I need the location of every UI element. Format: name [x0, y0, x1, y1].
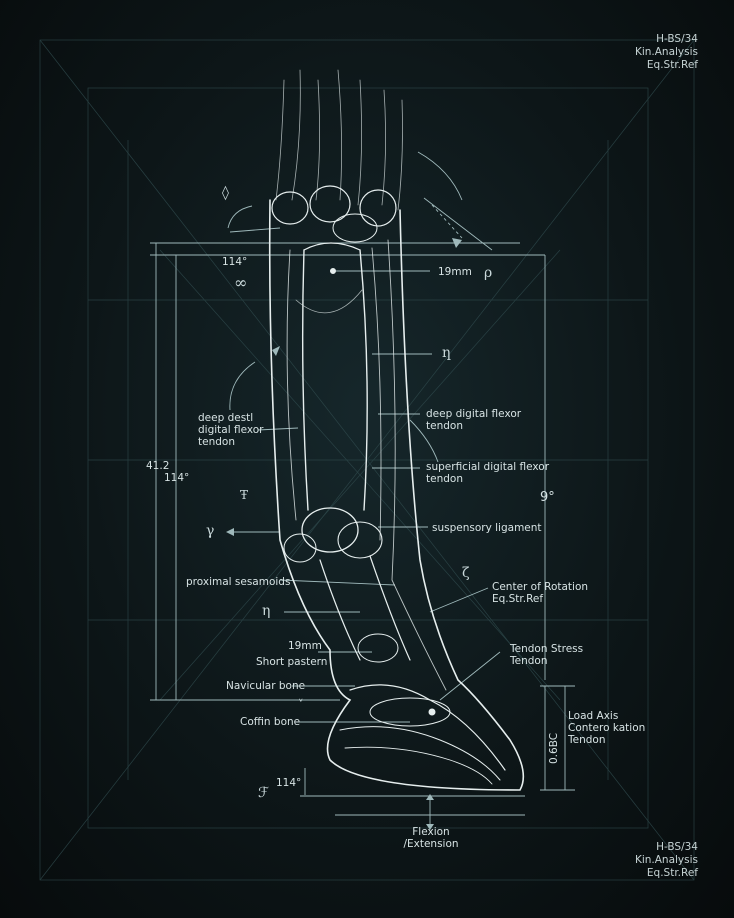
superficial-digital-flexor-label: superficial digital flexor tendon [426, 461, 549, 485]
arrow-heads [226, 238, 462, 830]
corner-top-line2: Kin.Analysis [634, 46, 698, 58]
navicular-bone-label: Navicular bone [226, 680, 306, 692]
deep-digital-left-line3: tendon [198, 436, 235, 448]
deep-digital-flexor-left-label: deep destl digital flexor tendon [198, 412, 264, 448]
flexion-line1: Flexion [412, 826, 450, 838]
corner-reference-top: H-BS/34 Kin.Analysis Eq.Str.Ref [600, 33, 698, 72]
corner-top-line3: Eq.Str.Ref [646, 59, 698, 71]
load-axis-line1: Load Axis [568, 710, 619, 722]
deep-digital-left-line1: deep destl [198, 412, 254, 424]
dimension-lines [150, 151, 575, 824]
vertical-dimension-label: 0.6BC [548, 732, 560, 764]
corner-bottom-line2: Kin.Analysis [634, 854, 698, 866]
angle-mid-label: 114° [164, 472, 190, 484]
suspensory-ligament-label: suspensory ligament [432, 522, 542, 534]
center-rotation-line2: Eq.Str.Ref [492, 593, 544, 605]
superficial-line2: tendon [426, 473, 463, 485]
flexion-line2: /Extension [403, 838, 459, 850]
center-rotation-line1: Center of Rotation [492, 581, 589, 593]
deep-digital-flexor-right-label: deep digital flexor tendon [426, 408, 521, 432]
load-axis-label: Load Axis Contero kation Tendon [568, 710, 645, 746]
deep-digital-right-line1: deep digital flexor [426, 408, 522, 420]
corner-top-line1: H-BS/34 [656, 33, 698, 45]
deep-digital-left-line2: digital flexor [198, 424, 264, 436]
script-n-symbol: ƞ [442, 345, 452, 361]
diamond-icon: ◊ [222, 185, 229, 201]
tendon-stress-line2: Tendon [510, 655, 548, 667]
load-axis-line2: Contero kation [568, 722, 646, 734]
flexion-extension-label: Flexion /Extension [396, 826, 466, 850]
proximal-sesamoids-label: proximal sesamoids [186, 576, 291, 588]
corner-reference-bottom: H-BS/34 Kin.Analysis Eq.Str.Ref [600, 841, 698, 880]
superficial-line1: superficial digital flexor [426, 461, 550, 473]
angle-bottom-label: 114° [276, 777, 302, 789]
leg-bones [268, 69, 525, 791]
deep-digital-right-line2: tendon [426, 420, 463, 432]
zeta-symbol: ζ [462, 565, 470, 581]
tendon-stress-line1: Tendon Stress [510, 643, 584, 655]
corner-bottom-line3: Eq.Str.Ref [646, 867, 698, 879]
chevron-down-icon: ˅ [298, 698, 304, 711]
infinity-icon: ∞ [234, 273, 248, 292]
load-axis-line3: Tendon [568, 734, 606, 746]
short-pastern-label: Short pastern [256, 656, 328, 668]
rho-symbol: ρ [484, 265, 493, 281]
measure-19mm-top-label: 19mm [438, 266, 472, 278]
center-of-rotation-label: Center of Rotation Eq.Str.Ref [492, 581, 588, 605]
tau-symbol: Ŧ [240, 488, 249, 502]
eta-symbol: η [262, 603, 271, 619]
angle-top-label: 114° [222, 256, 248, 268]
angle-right-label: 9° [540, 490, 555, 505]
measure-19mm-low-label: 19mm [288, 640, 322, 652]
dimension-41-label: 41.2 [146, 460, 170, 472]
gamma-symbol: γ [206, 523, 215, 539]
tendon-stress-label: Tendon Stress Tendon [510, 643, 583, 667]
corner-bottom-line1: H-BS/34 [656, 841, 698, 853]
coffin-bone-label: Coffin bone [240, 716, 301, 728]
script-f-symbol: ℱ [258, 785, 270, 801]
